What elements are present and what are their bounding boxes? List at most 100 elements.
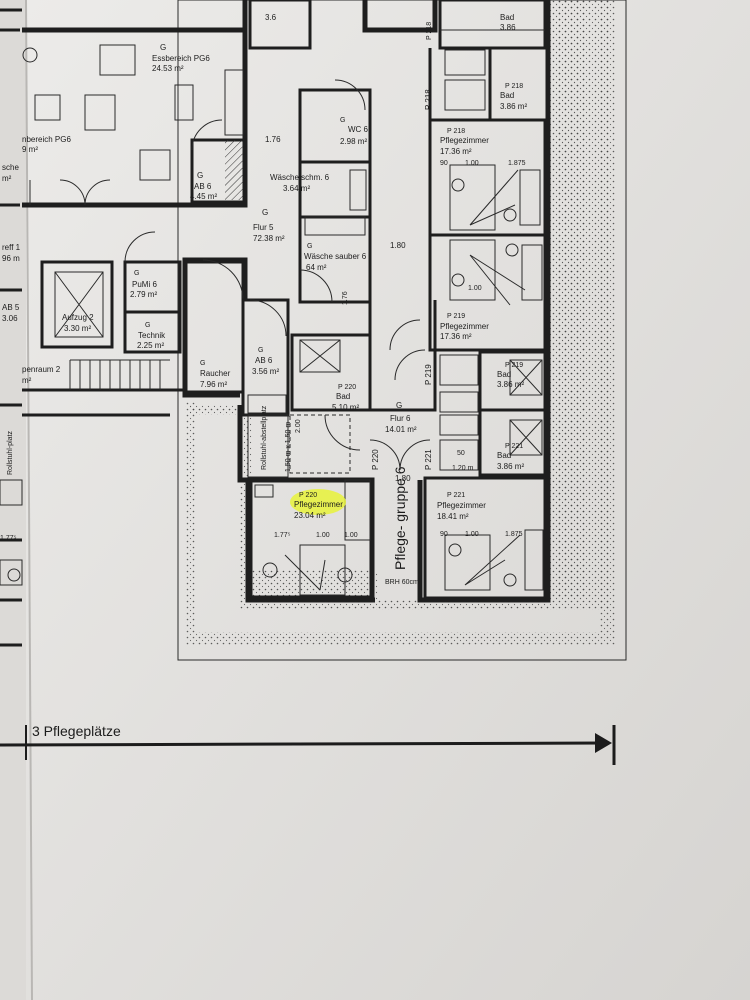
- svg-text:PuMi 6: PuMi 6: [132, 280, 157, 289]
- svg-text:G: G: [197, 171, 203, 180]
- svg-text:Flur 6: Flur 6: [390, 414, 411, 423]
- svg-text:3.06: 3.06: [2, 314, 18, 323]
- svg-text:P 220: P 220: [338, 384, 356, 391]
- svg-text:17.36 m²: 17.36 m²: [440, 147, 472, 156]
- p220-room: [247, 477, 375, 601]
- svg-text:P 221: P 221: [424, 449, 433, 470]
- svg-text:7.96 m²: 7.96 m²: [200, 380, 227, 389]
- svg-text:Essbereich PG6: Essbereich PG6: [152, 54, 210, 63]
- svg-text:Pflegezimmer: Pflegezimmer: [440, 322, 489, 331]
- outer-frame: [177, 0, 627, 661]
- svg-text:P 221: P 221: [505, 443, 523, 450]
- arrow-head-icon: [595, 733, 612, 753]
- svg-text:AB 6: AB 6: [194, 182, 212, 191]
- dimension-line: [0, 741, 606, 747]
- svg-text:Bad: Bad: [497, 451, 511, 460]
- group-label: Pflege- gruppe 6: [392, 466, 408, 570]
- p220-highlight: [290, 489, 346, 515]
- svg-text:Flur 5: Flur 5: [253, 223, 274, 232]
- svg-text:Rollstuhl-abstellplatz: Rollstuhl-abstellplatz: [261, 405, 268, 470]
- svg-text:penraum 2: penraum 2: [22, 365, 61, 374]
- svg-text:G: G: [134, 270, 139, 277]
- paper-sheet: [24, 0, 750, 1000]
- technik-room: [123, 310, 182, 354]
- svg-text:23.04 m²: 23.04 m²: [294, 511, 326, 520]
- svg-text:Wäsche sauber 6: Wäsche sauber 6: [304, 252, 367, 261]
- svg-text:90: 90: [440, 531, 448, 538]
- svg-text:AB 5: AB 5: [2, 303, 20, 312]
- svg-text:1.00: 1.00: [316, 532, 330, 539]
- svg-text:P 219: P 219: [447, 313, 465, 320]
- svg-text:P 219: P 219: [505, 362, 523, 369]
- svg-text:G: G: [307, 243, 312, 250]
- svg-text:72.38 m²: 72.38 m²: [253, 234, 285, 243]
- svg-text:2.98 m²: 2.98 m²: [340, 137, 367, 146]
- svg-text:3.86 m²: 3.86 m²: [497, 380, 524, 389]
- svg-text:G: G: [262, 208, 268, 217]
- svg-text:1.875: 1.875: [505, 531, 523, 538]
- bad-top-label: Bad: [500, 13, 514, 22]
- svg-text:WC 6: WC 6: [348, 125, 369, 134]
- svg-text:1.00: 1.00: [344, 532, 358, 539]
- svg-text:64 m²: 64 m²: [306, 263, 327, 272]
- svg-text:G: G: [160, 43, 166, 52]
- svg-text:3.30 m²: 3.30 m²: [64, 324, 91, 333]
- svg-text:P 221: P 221: [447, 492, 465, 499]
- p221-room: [423, 476, 547, 600]
- svg-text:Wäsche schm. 6: Wäsche schm. 6: [270, 173, 330, 182]
- p219-room: [428, 233, 547, 352]
- svg-text:P 219: P 219: [424, 364, 433, 385]
- door-labels: P 218 P 219 P 220 P 221: [371, 89, 433, 470]
- svg-text:Pflegezimmer: Pflegezimmer: [294, 500, 343, 509]
- svg-text:1.76: 1.76: [265, 135, 281, 144]
- svg-text:1.77⁵: 1.77⁵: [0, 535, 17, 542]
- svg-text:sche: sche: [2, 163, 19, 172]
- svg-text:Bad: Bad: [500, 91, 514, 100]
- svg-text:Pflegezimmer: Pflegezimmer: [440, 136, 489, 145]
- svg-text:m²: m²: [22, 376, 32, 385]
- svg-text:96 m: 96 m: [2, 254, 20, 263]
- svg-text:BRH 60cm: BRH 60cm: [385, 579, 419, 586]
- svg-text:1.77⁵: 1.77⁵: [274, 532, 291, 539]
- ab6-top: [190, 138, 246, 204]
- svg-text:G: G: [396, 401, 402, 410]
- svg-text:5.10 m²: 5.10 m²: [332, 403, 359, 412]
- svg-text:18.41 m²: 18.41 m²: [437, 512, 469, 521]
- svg-text:1.875: 1.875: [508, 160, 526, 167]
- svg-text:P 220: P 220: [371, 449, 380, 470]
- svg-text:4.45 m²: 4.45 m²: [190, 192, 217, 201]
- svg-text:P 218: P 218: [447, 128, 465, 135]
- svg-text:2.00: 2.00: [295, 419, 302, 433]
- svg-text:Bad: Bad: [336, 392, 350, 401]
- aufzug-room: [40, 260, 114, 349]
- svg-text:1.80: 1.80: [395, 474, 411, 483]
- svg-text:3.86 m²: 3.86 m²: [500, 102, 527, 111]
- svg-text:90: 90: [440, 160, 448, 167]
- svg-text:Bad: Bad: [497, 370, 511, 379]
- svg-text:1.00: 1.00: [465, 531, 479, 538]
- svg-text:P 220: P 220: [299, 492, 317, 499]
- svg-text:17.36 m²: 17.36 m²: [440, 332, 472, 341]
- svg-text:Raucher: Raucher: [200, 369, 231, 378]
- dimension-labels: 1.76 1.80 1.76 1.80 90 1.00 1.875 1.00 1…: [0, 135, 526, 586]
- svg-text:1.20 m: 1.20 m: [452, 465, 474, 472]
- svg-text:P 218: P 218: [505, 83, 523, 90]
- svg-text:Rollstuhl-platz: Rollstuhl-platz: [7, 431, 14, 475]
- svg-text:3.56 m²: 3.56 m²: [252, 367, 279, 376]
- svg-text:G: G: [145, 322, 150, 329]
- svg-text:2.79 m²: 2.79 m²: [130, 290, 157, 299]
- svg-text:Pflegezimmer: Pflegezimmer: [437, 501, 486, 510]
- svg-text:G: G: [258, 347, 263, 354]
- svg-text:G: G: [200, 360, 205, 367]
- svg-text:1.00: 1.00: [468, 285, 482, 292]
- bad-p221-room: [478, 408, 547, 477]
- svg-text:m²: m²: [2, 174, 12, 183]
- svg-text:3.64 m²: 3.64 m²: [283, 184, 310, 193]
- svg-text:Aufzug 2: Aufzug 2: [62, 313, 94, 322]
- svg-text:14.01 m²: 14.01 m²: [385, 425, 417, 434]
- rollstuhl-abstellplatz: [247, 414, 289, 478]
- top-door-label: P 218: [426, 22, 433, 40]
- footer-label: 3 Pflegeplätze: [32, 723, 121, 739]
